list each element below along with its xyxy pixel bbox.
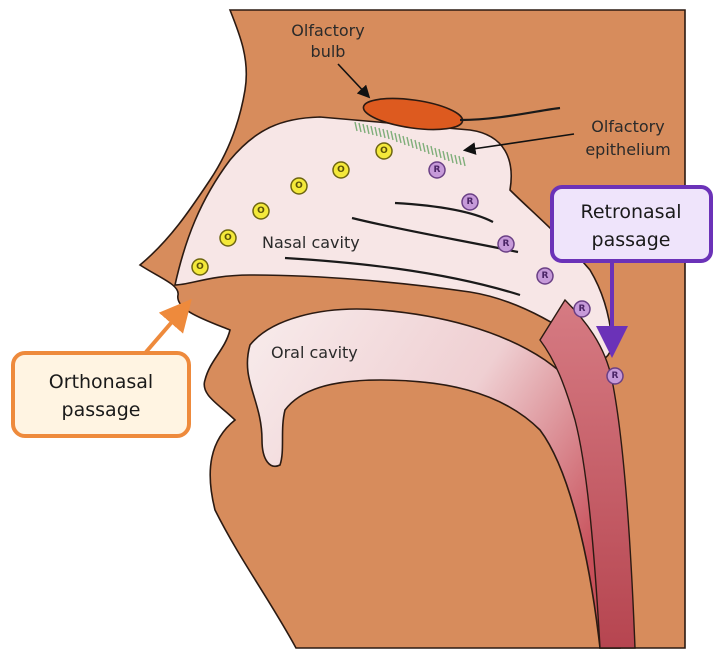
orthonasal-odor-marker: O [376,143,392,159]
orthonasal-odor-marker: O [192,259,208,275]
retronasal-odor-marker: R [498,236,514,252]
svg-text:O: O [257,206,265,216]
retronasal-odor-marker: R [537,268,553,284]
orthonasal-callout-box [13,353,189,436]
nasal-cavity-label: Nasal cavity [262,233,360,252]
svg-text:O: O [337,165,345,175]
retronasal-odor-marker: R [574,301,590,317]
svg-text:R: R [579,304,586,314]
retronasal-odor-marker: R [607,368,623,384]
orthonasal-odor-marker: O [291,178,307,194]
svg-text:R: R [467,197,474,207]
svg-text:O: O [295,181,303,191]
olfactory-bulb-label-line1: Olfactory [291,21,364,40]
svg-text:O: O [380,146,388,156]
olfactory-bulb-label-line2: bulb [311,42,346,61]
oral-cavity-label: Oral cavity [271,343,358,362]
svg-text:O: O [224,233,232,243]
orthonasal-callout-line1: Orthonasal [49,371,153,393]
orthonasal-callout-line2: passage [62,399,141,421]
olfactory-epithelium-label-line2: epithelium [585,140,670,159]
svg-text:R: R [434,165,441,175]
orthonasal-arrow [146,308,184,352]
olfactory-epithelium-label-line1: Olfactory [591,117,664,136]
retronasal-odor-marker: R [462,194,478,210]
svg-text:R: R [612,371,619,381]
orthonasal-odor-marker: O [220,230,236,246]
svg-text:R: R [542,271,549,281]
orthonasal-odor-marker: O [253,203,269,219]
retronasal-callout-line2: passage [592,229,671,251]
orthonasal-odor-marker: O [333,162,349,178]
svg-text:R: R [503,239,510,249]
svg-text:O: O [196,262,204,272]
retronasal-callout-line1: Retronasal [580,201,681,223]
retronasal-odor-marker: R [429,162,445,178]
